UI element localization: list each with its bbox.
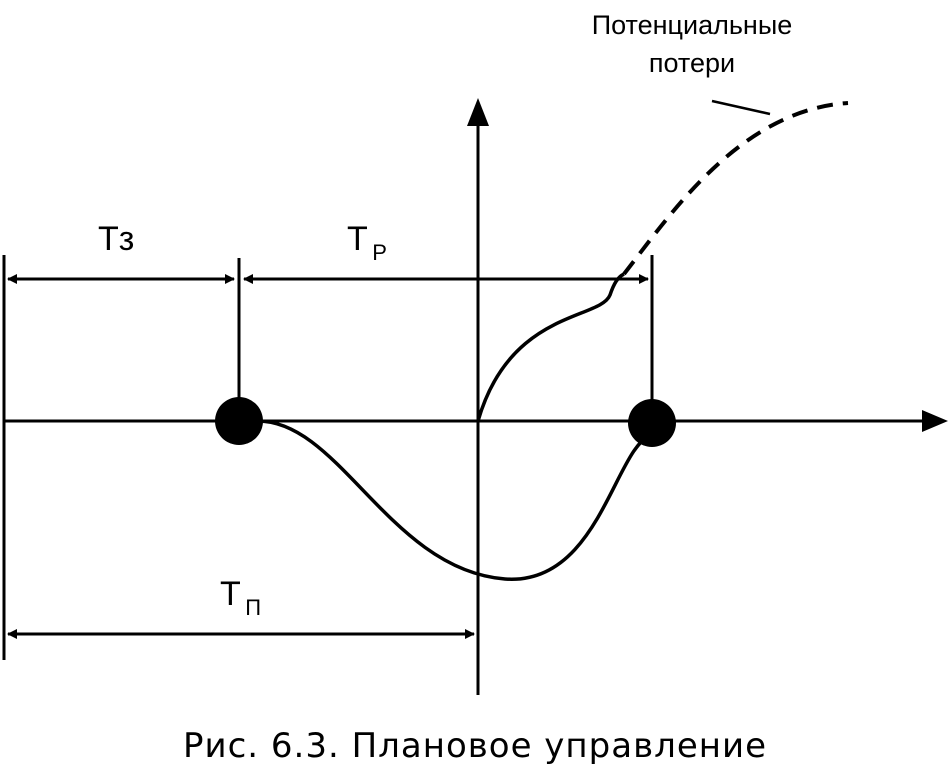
start-event-dot bbox=[215, 397, 263, 445]
t3-label: Тз bbox=[98, 220, 134, 258]
tp-label-main: Т bbox=[347, 220, 368, 258]
potential-losses-leader bbox=[711, 99, 771, 116]
tn-label: Т П bbox=[220, 575, 261, 620]
upper-curve bbox=[476, 272, 625, 422]
lower-curve bbox=[257, 419, 653, 581]
potential-losses-curve bbox=[622, 101, 849, 276]
horizontal-axis-arrowhead bbox=[922, 410, 948, 432]
tn-label-main: Т bbox=[220, 575, 241, 613]
tp-label-sub: Р bbox=[372, 240, 387, 265]
figure-caption: Рис. 6.3. Плановое управление bbox=[182, 726, 768, 766]
potential-losses-label-line2: потери bbox=[649, 48, 735, 78]
vertical-axis-arrowhead bbox=[467, 98, 489, 126]
potential-losses-label-line1: Потенциальные bbox=[592, 10, 793, 40]
tn-label-sub: П bbox=[245, 595, 261, 620]
end-event-dot bbox=[628, 399, 676, 447]
tp-label: Т Р bbox=[347, 220, 387, 265]
